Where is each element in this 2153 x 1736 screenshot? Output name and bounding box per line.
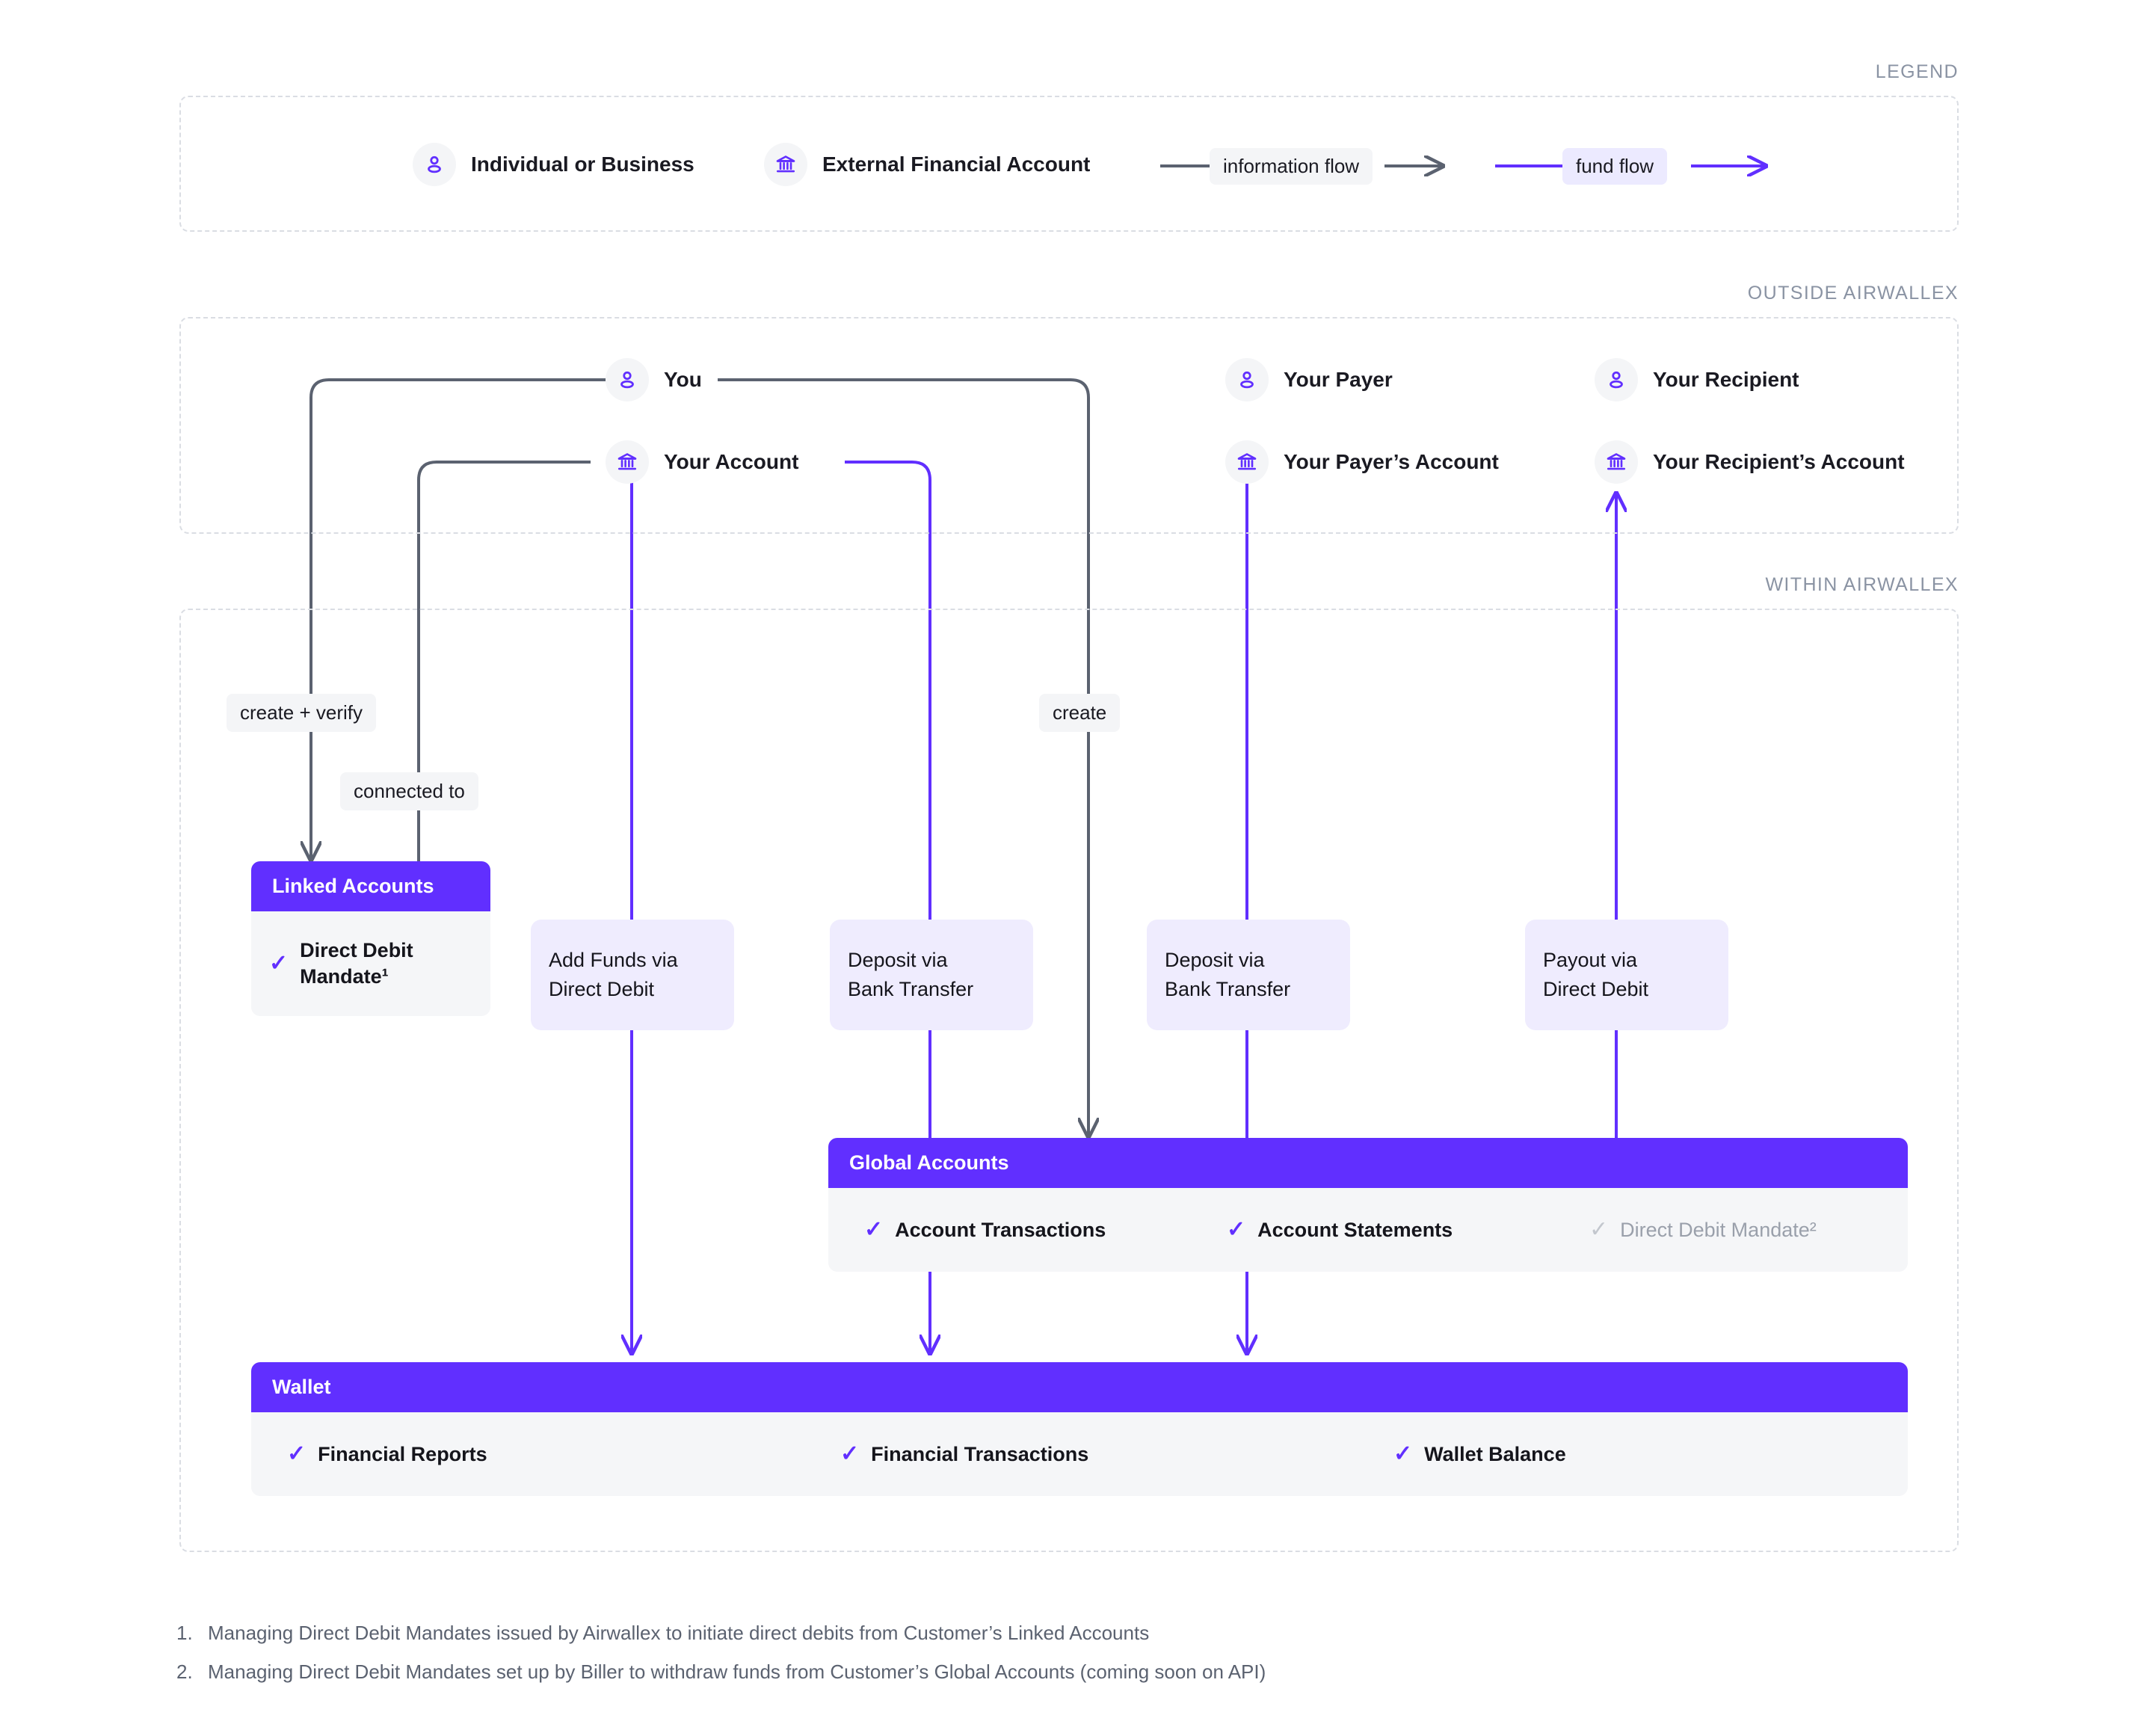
card-global-accounts[interactable]: Global Accounts ✓ Account Transactions ✓… bbox=[828, 1138, 1908, 1272]
footnote-text: Managing Direct Debit Mandates issued by… bbox=[208, 1622, 1150, 1644]
node-label: Your Recipient bbox=[1653, 368, 1799, 391]
feature-direct-debit-mandate-2[interactable]: ✓ Direct Debit Mandate² bbox=[1589, 1219, 1817, 1242]
legend-information-flow-chip: information flow bbox=[1210, 148, 1373, 185]
outside-airwallex-region bbox=[179, 317, 1959, 534]
bank-icon bbox=[1225, 440, 1269, 484]
feature-direct-debit-mandate[interactable]: ✓ Direct Debit Mandate¹ bbox=[269, 938, 442, 990]
node-your-payers-account: Your Payer’s Account bbox=[1225, 440, 1499, 484]
pill-line-1: Payout via bbox=[1543, 948, 1638, 971]
outside-airwallex-section-label: OUTSIDE AIRWALLEX bbox=[1747, 283, 1959, 304]
card-title: Wallet bbox=[251, 1362, 1908, 1412]
card-body: ✓ Direct Debit Mandate¹ bbox=[251, 911, 490, 1016]
footnote-text: Managing Direct Debit Mandates set up by… bbox=[208, 1660, 1266, 1683]
path-label-create-verify: create + verify bbox=[227, 694, 377, 732]
feature-wallet-balance[interactable]: ✓ Wallet Balance bbox=[1393, 1443, 1566, 1466]
person-icon bbox=[606, 358, 649, 401]
card-wallet[interactable]: Wallet ✓ Financial Reports ✓ Financial T… bbox=[251, 1362, 1908, 1496]
check-icon: ✓ bbox=[287, 1441, 307, 1466]
check-icon: ✓ bbox=[1393, 1441, 1413, 1466]
pill-line-2: Direct Debit bbox=[549, 978, 655, 1000]
bank-icon bbox=[606, 440, 649, 484]
pill-line-1: Add Funds via bbox=[549, 948, 678, 971]
pill-add-funds-via-direct-debit[interactable]: Add Funds via Direct Debit bbox=[531, 920, 734, 1030]
feature-account-transactions[interactable]: ✓ Account Transactions bbox=[864, 1219, 1227, 1242]
card-title: Linked Accounts bbox=[251, 861, 490, 911]
check-icon: ✓ bbox=[1589, 1217, 1609, 1242]
feature-account-statements[interactable]: ✓ Account Statements bbox=[1227, 1219, 1589, 1242]
feature-label: Financial Transactions bbox=[871, 1442, 1089, 1465]
feature-label: Financial Reports bbox=[318, 1442, 487, 1465]
path-label-create: create bbox=[1039, 694, 1121, 732]
pill-line-2: Direct Debit bbox=[1543, 978, 1649, 1000]
legend-fund-flow-chip: fund flow bbox=[1562, 148, 1668, 185]
within-airwallex-section-label: WITHIN AIRWALLEX bbox=[1765, 574, 1959, 595]
pill-line-1: Deposit via bbox=[1165, 948, 1265, 971]
card-title: Global Accounts bbox=[828, 1138, 1908, 1188]
footnote-number: 1. bbox=[176, 1622, 193, 1644]
node-label: Your Payer bbox=[1284, 368, 1393, 391]
person-icon bbox=[1595, 358, 1638, 401]
node-label: Your Recipient’s Account bbox=[1653, 450, 1905, 473]
node-your-account: Your Account bbox=[606, 440, 798, 484]
pill-line-2: Bank Transfer bbox=[848, 978, 974, 1000]
node-your-recipients-account: Your Recipient’s Account bbox=[1595, 440, 1905, 484]
legend-section-label: LEGEND bbox=[1875, 61, 1959, 82]
feature-financial-transactions[interactable]: ✓ Financial Transactions bbox=[840, 1443, 1393, 1466]
node-your-payer: Your Payer bbox=[1225, 358, 1393, 401]
pill-deposit-via-bank-transfer-your-account[interactable]: Deposit via Bank Transfer bbox=[830, 920, 1033, 1030]
legend-item-label: External Financial Account bbox=[822, 153, 1091, 176]
node-label: Your Payer’s Account bbox=[1284, 450, 1499, 473]
footnote-row: 1. Managing Direct Debit Mandates issued… bbox=[176, 1621, 1266, 1646]
card-body: ✓ Financial Reports ✓ Financial Transact… bbox=[251, 1412, 1908, 1496]
legend-item-individual-or-business: Individual or Business bbox=[413, 143, 694, 186]
person-icon bbox=[413, 143, 456, 186]
legend-item-external-financial-account: External Financial Account bbox=[764, 143, 1090, 186]
feature-label: Direct Debit Mandate¹ bbox=[300, 938, 413, 988]
pill-line-2: Bank Transfer bbox=[1165, 978, 1291, 1000]
pill-deposit-via-bank-transfer-payer[interactable]: Deposit via Bank Transfer bbox=[1147, 920, 1350, 1030]
feature-label: Direct Debit Mandate² bbox=[1620, 1218, 1817, 1241]
check-icon: ✓ bbox=[840, 1441, 860, 1466]
footnote-number: 2. bbox=[176, 1660, 193, 1683]
check-icon: ✓ bbox=[1227, 1217, 1246, 1242]
path-label-connected-to: connected to bbox=[340, 772, 478, 810]
node-label: You bbox=[664, 368, 702, 391]
check-icon: ✓ bbox=[269, 951, 289, 976]
within-airwallex-region bbox=[179, 609, 1959, 1552]
pill-line-1: Deposit via bbox=[848, 948, 948, 971]
check-icon: ✓ bbox=[864, 1217, 884, 1242]
pill-payout-via-direct-debit[interactable]: Payout via Direct Debit bbox=[1525, 920, 1728, 1030]
footnote-row: 2. Managing Direct Debit Mandates set up… bbox=[176, 1660, 1266, 1685]
node-label: Your Account bbox=[664, 450, 799, 473]
node-you: You bbox=[606, 358, 702, 401]
feature-label: Account Statements bbox=[1257, 1218, 1453, 1241]
legend-item-label: Individual or Business bbox=[471, 153, 694, 176]
feature-financial-reports[interactable]: ✓ Financial Reports bbox=[287, 1443, 840, 1466]
person-icon bbox=[1225, 358, 1269, 401]
feature-label: Wallet Balance bbox=[1424, 1442, 1566, 1465]
legend-region bbox=[179, 96, 1959, 232]
card-body: ✓ Account Transactions ✓ Account Stateme… bbox=[828, 1188, 1908, 1272]
bank-icon bbox=[764, 143, 807, 186]
bank-icon bbox=[1595, 440, 1638, 484]
footnotes: 1. Managing Direct Debit Mandates issued… bbox=[176, 1621, 1266, 1699]
card-linked-accounts[interactable]: Linked Accounts ✓ Direct Debit Mandate¹ bbox=[251, 861, 490, 1016]
feature-label: Account Transactions bbox=[895, 1218, 1106, 1241]
node-your-recipient: Your Recipient bbox=[1595, 358, 1799, 401]
